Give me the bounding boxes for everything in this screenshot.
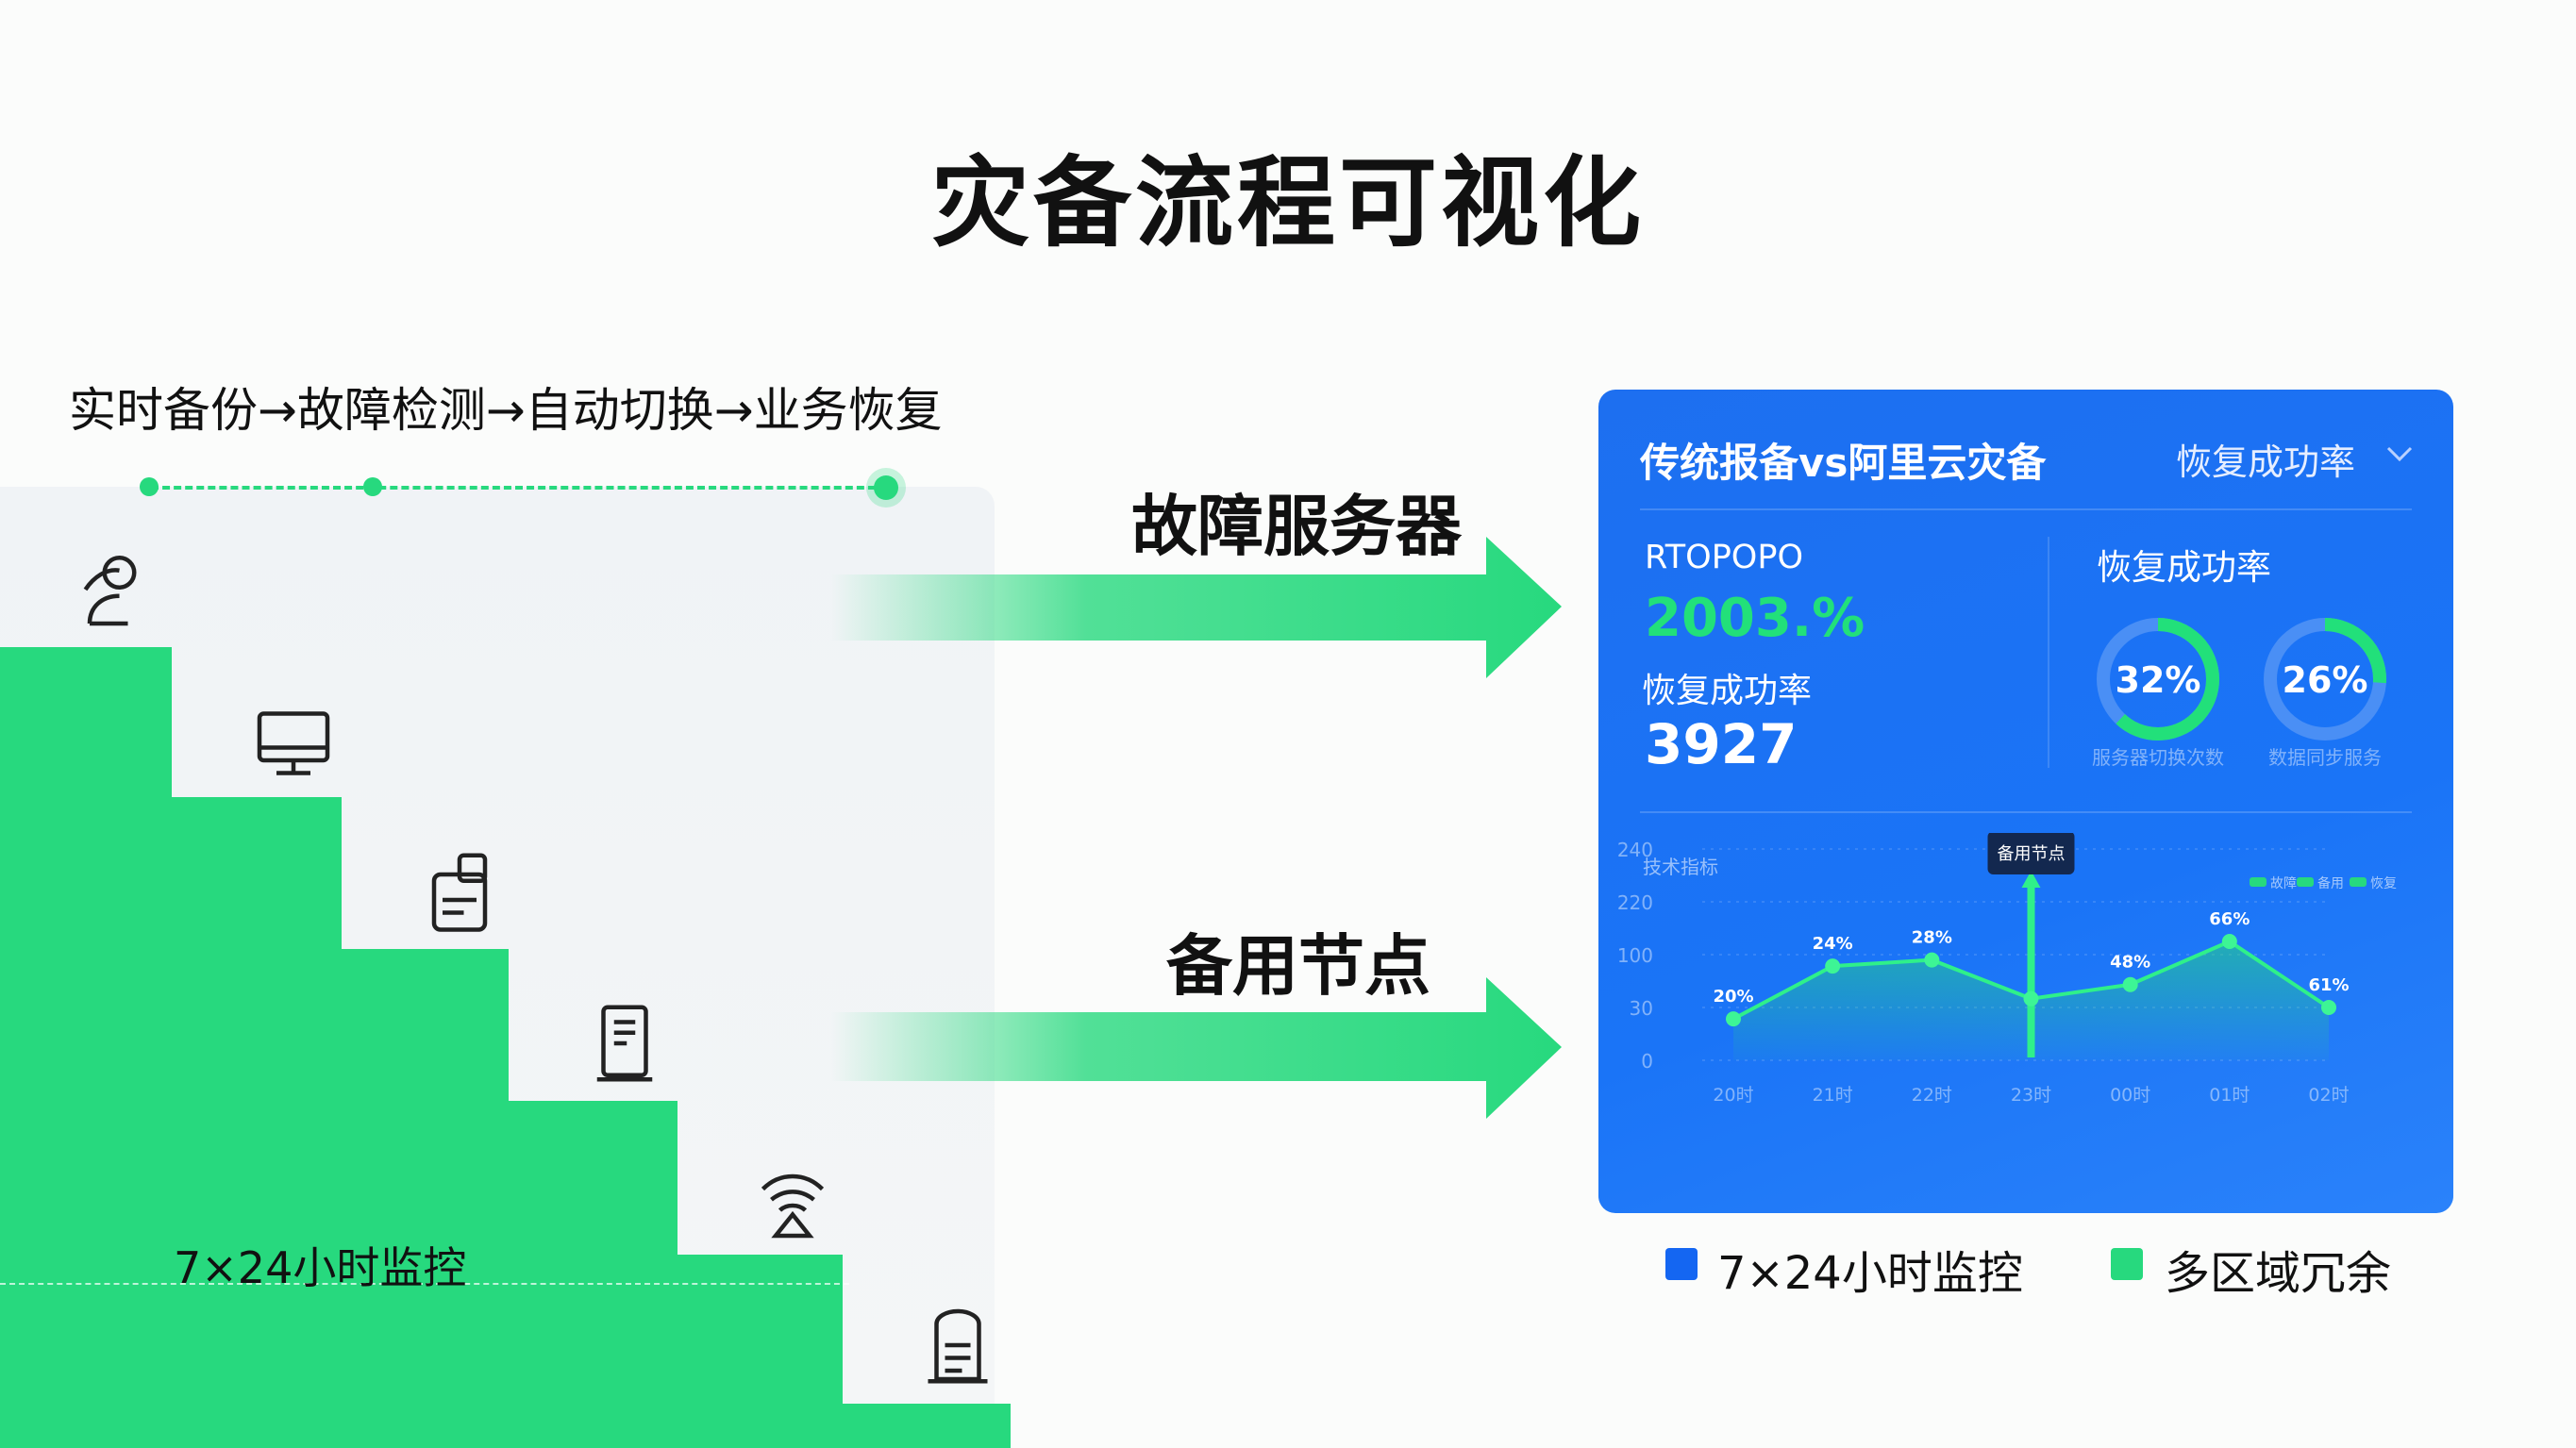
process-flow-text: 实时备份→故障检测→自动切换→业务恢复 — [69, 383, 943, 438]
arrow-label-standby-node: 备用节点 — [1166, 927, 1430, 1005]
data-label: 28% — [1912, 928, 1952, 948]
x-tick-label: 00时 — [2110, 1085, 2150, 1106]
legend-swatch-green — [2111, 1248, 2143, 1280]
donut-title: 恢复成功率 — [2097, 547, 2271, 588]
arrow-failed-server — [830, 537, 1562, 678]
data-point — [1825, 958, 1841, 974]
data-point — [2023, 990, 2039, 1007]
donut-caption: 数据同步服务 — [2268, 746, 2382, 769]
donut-value: 26% — [2283, 659, 2368, 701]
data-label: 24% — [1813, 934, 1853, 954]
tooltip-text: 备用节点 — [1998, 844, 2066, 864]
data-point — [1924, 952, 1940, 968]
y-tick-label: 240 — [1617, 839, 1653, 861]
x-tick-label: 21时 — [1813, 1085, 1853, 1106]
pointer-arrowhead — [2021, 871, 2041, 888]
chevron-down-icon[interactable] — [2385, 444, 2414, 465]
chart-legend-label: 故障 — [2270, 876, 2297, 891]
data-label: 61% — [2308, 975, 2349, 995]
server-icon — [582, 1001, 667, 1086]
section-divider — [1640, 811, 2412, 813]
chart-legend-swatch — [2250, 877, 2267, 887]
vertical-divider — [2048, 537, 2049, 768]
y-tick-label: 100 — [1617, 944, 1653, 967]
progress-dot — [140, 477, 159, 496]
y-tick-label: 30 — [1630, 997, 1653, 1020]
donut-charts: 32% 26% — [2097, 618, 2386, 741]
data-label: 66% — [2209, 909, 2250, 929]
progress-dot — [363, 477, 382, 496]
arrow-standby-node — [830, 977, 1562, 1119]
chart-title: 技术指标 — [1643, 856, 1718, 878]
y-tick-label: 220 — [1617, 891, 1653, 914]
line-chart: 0 30 100 220 240 20时 21时 22时 23时 00时 01时 02时 20% 24% 2… — [1617, 833, 2397, 1106]
dashboard-panel: 传统报备vs阿里云灾备 恢复成功率 RTOPOPO 2003.% 恢复成功率 3… — [1598, 390, 2453, 1213]
legend-swatch-blue — [1665, 1248, 1698, 1280]
x-tick-label: 22时 — [1912, 1085, 1952, 1106]
arrow-label-failed-server: 故障服务器 — [1131, 488, 1462, 565]
legend-label: 7×24小时监控 — [1717, 1247, 2023, 1300]
storage-icon — [915, 1303, 1000, 1388]
donut-arc — [2097, 618, 2219, 741]
header-divider — [1640, 508, 2412, 510]
staircase-panel — [0, 487, 1011, 1448]
progress-dot-active — [874, 475, 898, 500]
monitor-icon — [251, 701, 336, 786]
monitor-label: 7×24小时监控 — [174, 1242, 467, 1293]
progress-line — [151, 486, 887, 490]
metric1-label: RTOPOPO — [1645, 539, 1804, 576]
data-label: 20% — [1713, 987, 1753, 1007]
data-point — [2321, 1000, 2336, 1015]
metric1-value: 2003.% — [1645, 588, 1865, 649]
step-6 — [0, 1404, 1011, 1448]
data-label: 48% — [2110, 953, 2150, 973]
dashed-divider — [0, 1283, 849, 1285]
donut-value: 32% — [2116, 659, 2201, 701]
data-point — [1726, 1011, 1741, 1027]
panel-title: 传统报备vs阿里云灾备 — [1640, 440, 2047, 486]
chart-legend-swatch — [2350, 877, 2367, 887]
metric2-value: 3927 — [1645, 712, 1798, 776]
backup-drive-icon — [417, 849, 502, 934]
tooltip-box — [1987, 833, 2075, 874]
donut-caption: 服务器切换次数 — [2092, 746, 2224, 769]
chart-legend-label: 备用 — [2317, 875, 2344, 891]
wireless-icon — [750, 1159, 835, 1244]
data-point — [2122, 976, 2138, 992]
metric2-label: 恢复成功率 — [1642, 672, 1813, 710]
x-tick-label: 20时 — [1713, 1085, 1753, 1106]
x-tick-label: 23时 — [2011, 1085, 2051, 1106]
donut-arc — [2264, 618, 2386, 741]
page-title: 灾备流程可视化 — [930, 145, 1645, 260]
chart-legend-swatch — [2297, 877, 2314, 887]
data-point — [2221, 934, 2237, 949]
legend-label: 多区域冗余 — [2165, 1247, 2392, 1300]
x-tick-label: 02时 — [2308, 1085, 2349, 1106]
chart-legend-label: 恢复 — [2370, 875, 2397, 891]
metric-dropdown[interactable]: 恢复成功率 — [2176, 441, 2356, 483]
user-icon — [73, 547, 158, 632]
y-tick-label: 0 — [1641, 1050, 1653, 1073]
x-tick-label: 01时 — [2209, 1085, 2250, 1106]
